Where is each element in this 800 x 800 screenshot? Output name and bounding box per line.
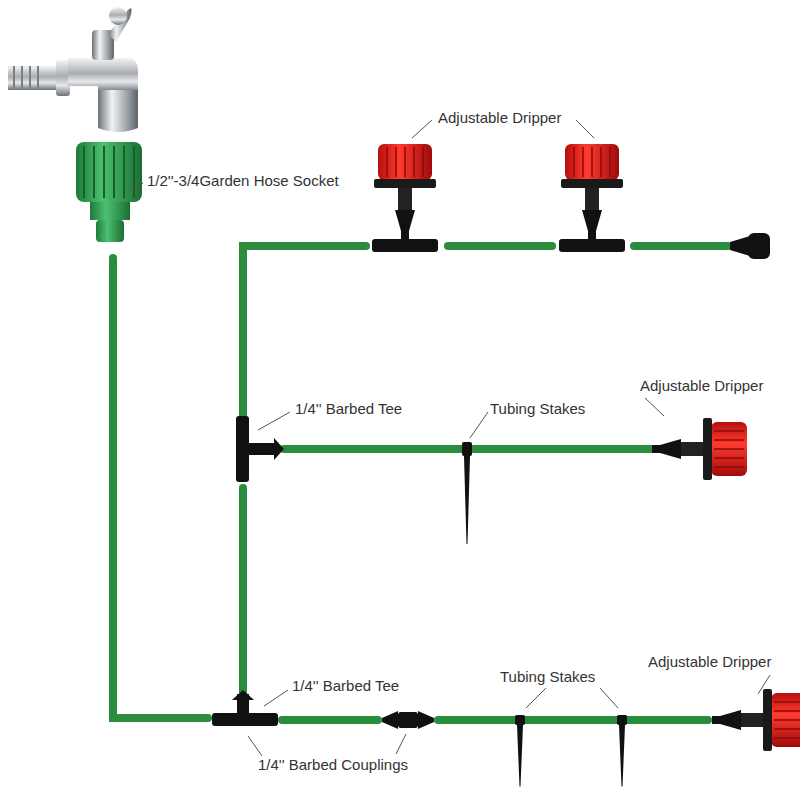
tubing [113, 246, 728, 720]
part-label: 1/4'' Barbed Tee [292, 677, 399, 695]
dripper [712, 689, 800, 751]
tubing-stake [617, 715, 627, 786]
faucet [8, 7, 138, 132]
dripper [652, 418, 747, 480]
barbed-tee [212, 239, 625, 726]
part-label: 1/4'' Barbed Tee [295, 400, 402, 418]
dripper [374, 144, 436, 239]
tubing-stake [515, 715, 525, 786]
barbed-coupling [382, 711, 434, 729]
end-plug [730, 233, 770, 259]
part-label: 1/2''-3/4Garden Hose Socket [147, 172, 339, 190]
tubing-stake [462, 442, 472, 544]
part-label: Tubing Stakes [500, 668, 595, 686]
hose-socket [76, 142, 142, 242]
dripper [561, 144, 623, 239]
part-label: Tubing Stakes [490, 400, 585, 418]
part-label: Adjustable Dripper [648, 653, 771, 671]
part-label: 1/4'' Barbed Couplings [258, 756, 408, 774]
part-label: Adjustable Dripper [438, 109, 561, 127]
part-label: Adjustable Dripper [640, 377, 763, 395]
